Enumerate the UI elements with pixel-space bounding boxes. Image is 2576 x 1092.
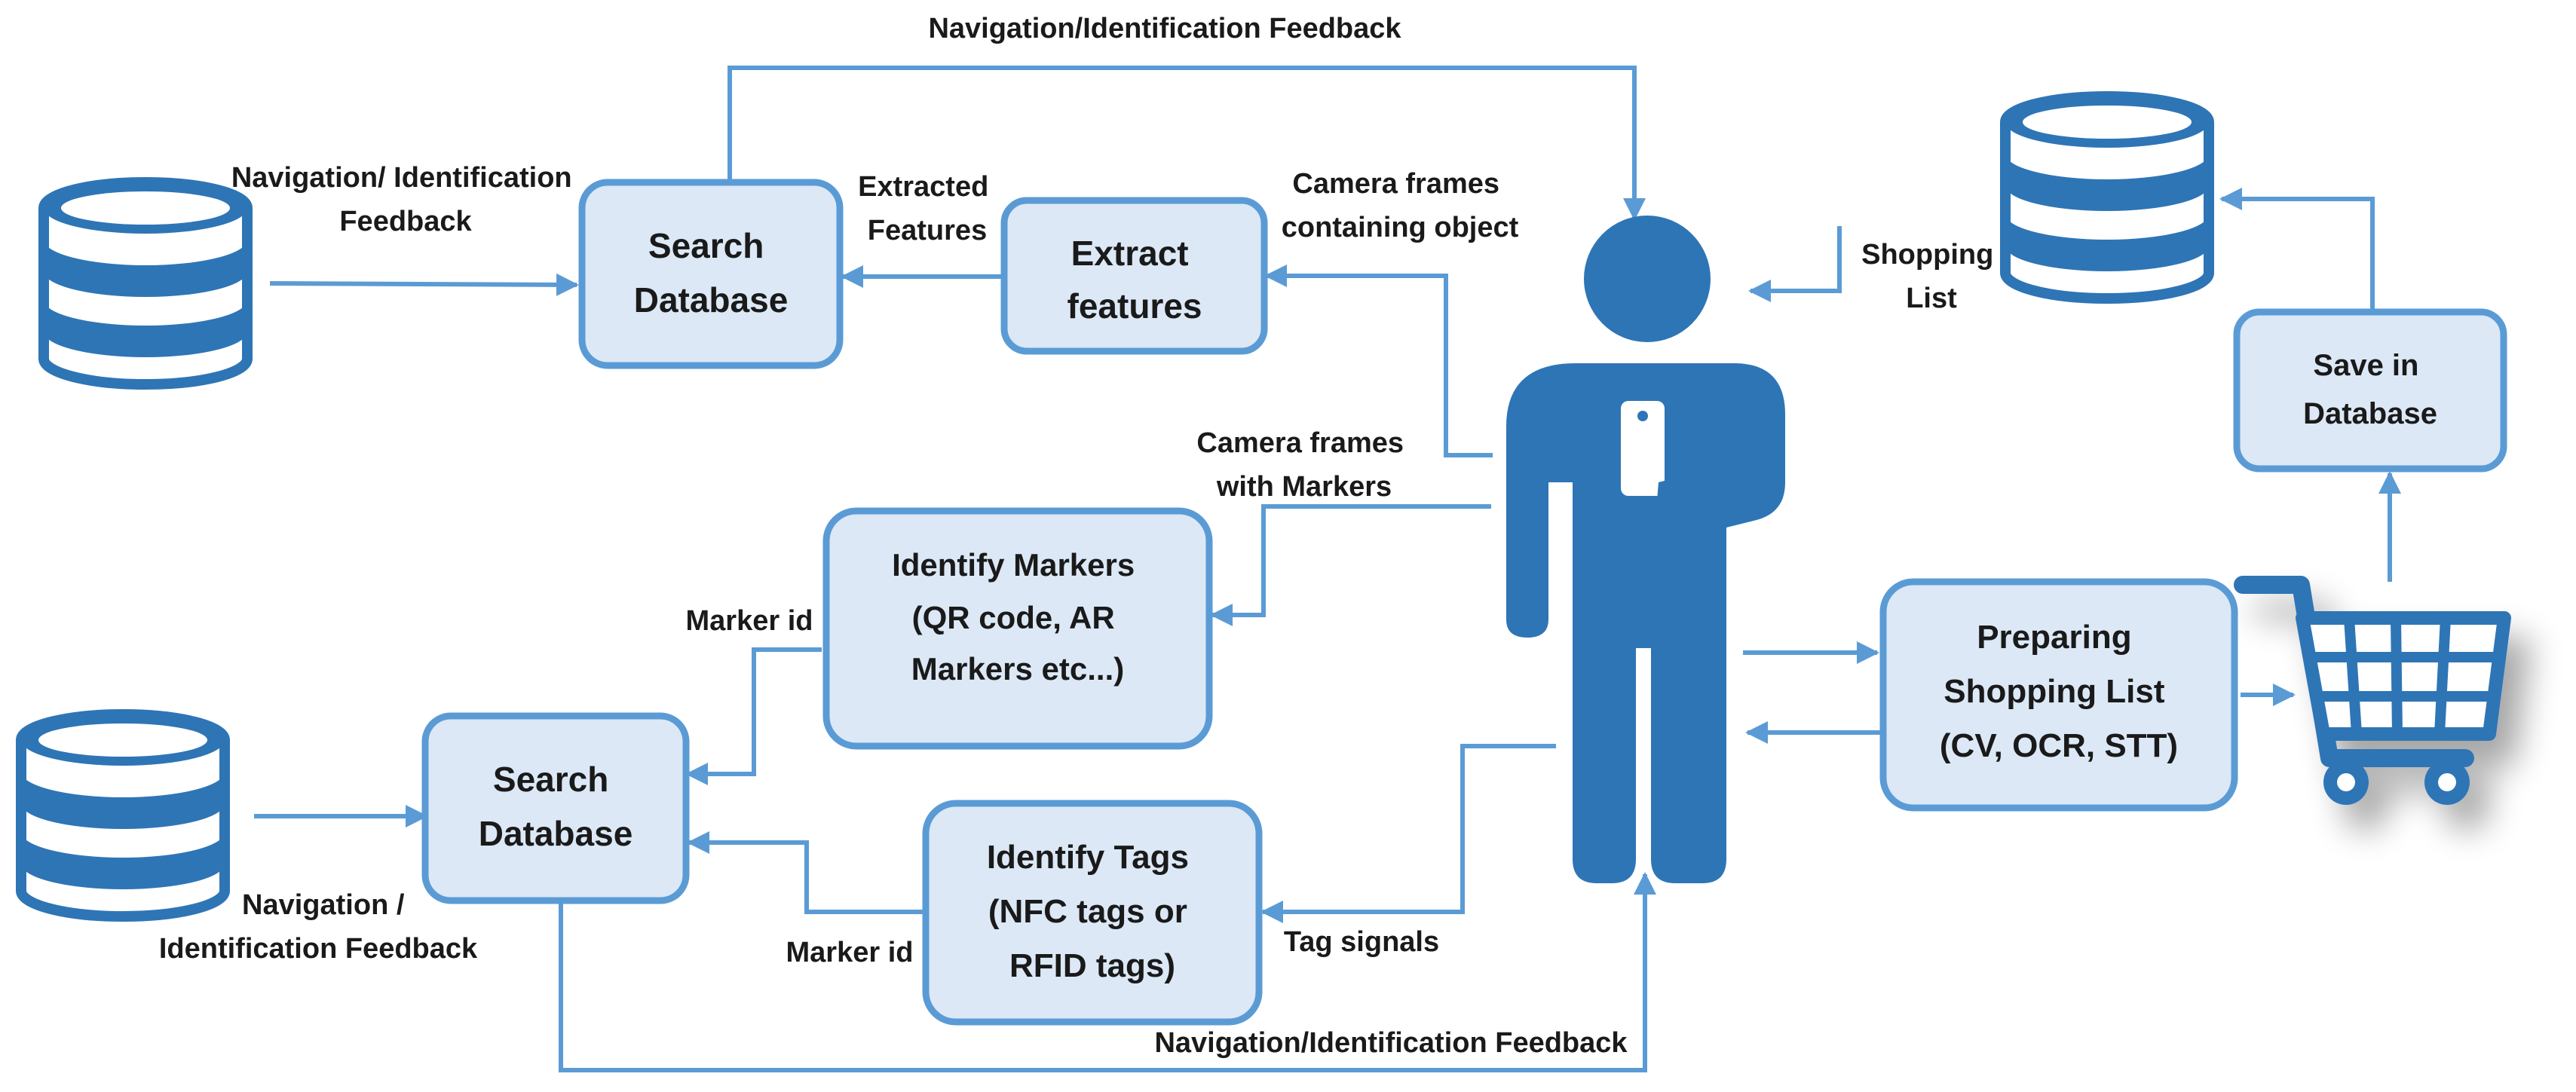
svg-text:Identify Markers (QR cod: Identify Markers (QR code, AR Markers et… [892,547,1144,687]
bottom-feedback-arrow [559,872,1656,1072]
save-to-db-arrow [2219,188,2375,312]
box-line: Identify Markers [892,547,1135,583]
left-top-feedback-label: Navigation/ Identification Feedback [231,162,580,237]
box-line: (QR code, AR [912,600,1115,635]
connectors [254,66,2401,1072]
camera-object-arrow [1264,265,1493,457]
box-line: Preparing [1977,619,2131,656]
box-line: Identify Tags [987,839,1189,876]
markers-to-search-arrow [685,647,822,785]
tag-signals-label: Tag signals [1284,926,1439,958]
shopping-list-to-person-arrow [1748,226,1842,302]
svg-text:Search Database: Search Database [479,760,633,853]
extracted-features-label: Extracted Features [858,171,997,246]
preparing-shopping-list-box: Preparing Shopping List (CV, OCR, STT) [1879,578,2238,812]
marker-id-bottom-label: Marker id [786,937,914,968]
search-database-box-top: Search Database [578,179,844,369]
shopping-list-label: Shopping List [1861,239,2002,314]
identify-tags-box: Identify Tags (NFC tags or RFID tags) [922,800,1263,1026]
box-line: Save in [2313,349,2418,382]
svg-text:Extract features: Extract features [1067,234,1202,326]
person-with-phone-icon [1506,216,1785,883]
svg-text:Save in Database: Save in Database [2303,349,2437,430]
box-line: Search [493,760,608,799]
marker-id-top-label: Marker id [686,605,813,637]
svg-text:Search Database: Search Database [634,226,789,320]
db-to-search-top-arrow [269,273,579,296]
shopping-cart-icon [2234,576,2511,805]
camera-frames-markers-label: Camera frames with Markers [1196,427,1411,503]
tags-to-search-arrow [687,831,923,914]
box-line: Database [634,280,789,320]
svg-text:Identify Tags (NFC tags: Identify Tags (NFC tags or RFID tags) [987,839,1198,984]
database-icon-top-right [2005,96,2209,298]
top-feedback-arrow [727,66,1646,221]
box-line: Shopping List [1943,673,2165,710]
box-line: Extract [1071,234,1189,273]
box-line: RFID tags) [1009,947,1175,984]
extract-features-box: Extract features [1000,197,1268,355]
box-line: Database [479,814,633,853]
save-in-database-box: Save in Database [2233,308,2507,473]
identify-markers-box: Identify Markers (QR code, AR Markers et… [822,507,1213,750]
box-line: Database [2303,397,2437,430]
database-icon-top-left [44,182,247,384]
box-line: (NFC tags or [988,893,1187,930]
svg-text:Preparing Shopping List: Preparing Shopping List (CV, OCR, STT) [1940,619,2178,764]
left-bottom-feedback-label: Navigation / Identification Feedback [159,889,478,965]
box-line: (CV, OCR, STT) [1940,727,2178,764]
tag-signals-arrow [1260,744,1556,923]
camera-markers-arrow [1210,504,1491,626]
box-line: Search [648,226,764,265]
database-icon-bottom-left [21,714,225,916]
box-line: features [1067,286,1202,326]
camera-frames-object-label: Camera frames containing object [1282,168,1519,243]
search-database-box-bottom: Search Database [421,712,690,904]
box-line: Markers etc...) [911,651,1124,687]
bottom-feedback-label: Navigation/Identification Feedback [1154,1027,1628,1059]
top-feedback-label: Navigation/Identification Feedback [928,13,1401,44]
